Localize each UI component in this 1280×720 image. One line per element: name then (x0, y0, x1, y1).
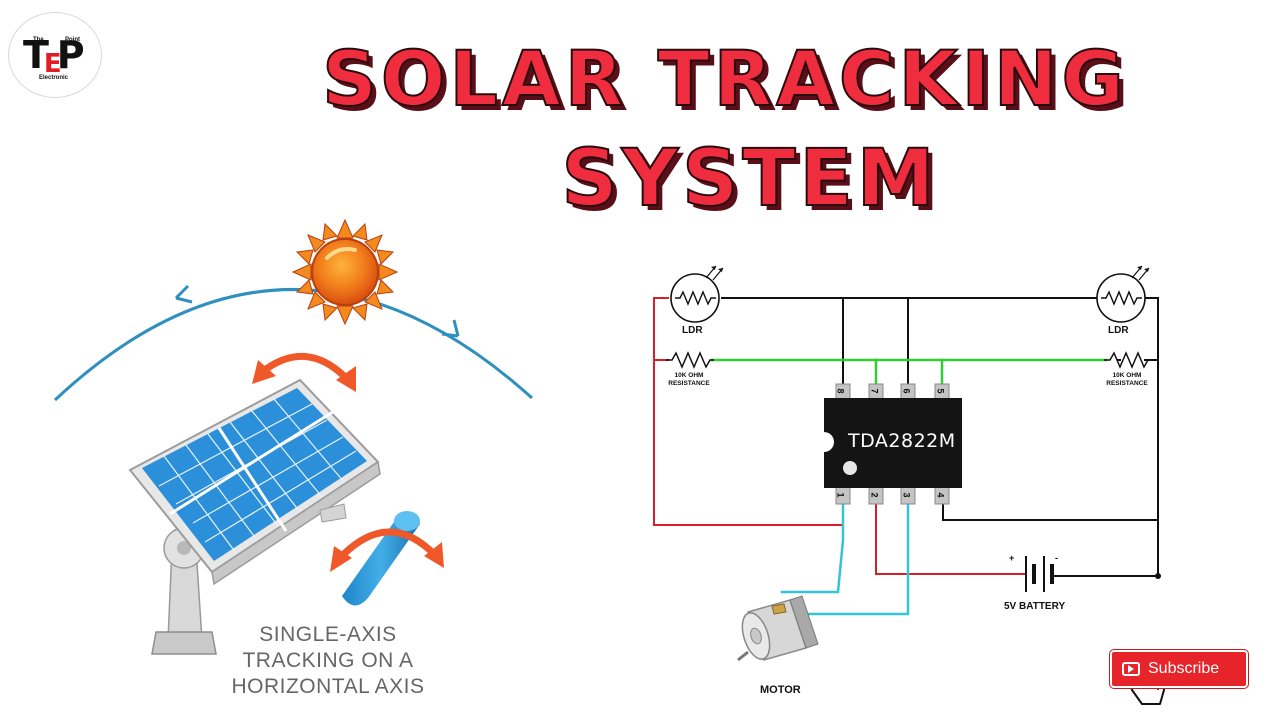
illustration-caption: SINGLE-AXIS TRACKING ON A HORIZONTAL AXI… (218, 622, 438, 700)
battery-plus-label: + (1009, 553, 1015, 563)
ldr-right-icon (1096, 265, 1150, 323)
pin-label-7: 7 (869, 388, 880, 394)
resistor-left-icon (666, 351, 714, 369)
wire-green (710, 358, 1108, 388)
resistor-right-icon (1104, 351, 1152, 369)
brand-logo: The Point TEP Electronic (8, 12, 102, 98)
resistor-left-label-line1: 10K OHM (674, 372, 704, 379)
battery-icon (1020, 556, 1060, 592)
battery-minus-label: - (1055, 553, 1058, 563)
solar-panel (128, 378, 381, 586)
ldr-left-label: LDR (682, 325, 703, 336)
logo-word-point: Point (65, 37, 80, 43)
sun-icon (291, 218, 399, 326)
resistor-right-label-line2: RESISTANCE (1106, 380, 1148, 387)
caption-line-3: HORIZONTAL AXIS (231, 675, 425, 698)
caption-line-1: SINGLE-AXIS (259, 623, 397, 646)
resistor-left-label-line2: RESISTANCE (668, 380, 710, 387)
title-line-1: SOLAR TRACKING (321, 33, 1128, 124)
arc-arrow-left-icon (174, 284, 193, 304)
tracking-axis-tube (342, 511, 420, 606)
ldr-left-icon (670, 265, 724, 323)
resistor-left-label: 10K OHM RESISTANCE (660, 372, 718, 388)
logo-word-electronic: Electronic (39, 75, 69, 81)
ic-pins (835, 383, 950, 505)
logo-word-the: The (33, 37, 44, 43)
youtube-play-icon (1122, 662, 1140, 676)
wire-cyan (780, 500, 910, 616)
wire-black (721, 297, 1159, 577)
title-line-2: SYSTEM (561, 133, 939, 225)
battery-label: 5V BATTERY (1004, 601, 1066, 612)
pin-label-8: 8 (835, 388, 846, 394)
ic-label: TDA2822M (848, 430, 956, 452)
pin-label-1: 1 (835, 492, 846, 498)
pin-label-2: 2 (869, 492, 880, 498)
motor-icon (737, 595, 819, 662)
caption-line-2: TRACKING ON A (242, 649, 414, 672)
motor-label: MOTOR (760, 684, 801, 696)
arc-arrow-right-icon (441, 319, 460, 338)
circuit-diagram (653, 297, 1161, 616)
pin-label-5: 5 (935, 388, 946, 394)
subscribe-button[interactable]: Subscribe (1110, 650, 1248, 688)
subscribe-label: Subscribe (1148, 660, 1220, 677)
resistor-right-label-line1: 10K OHM (1112, 372, 1142, 379)
sun-path-arc (53, 284, 534, 402)
pin-label-3: 3 (901, 492, 912, 498)
pin-label-6: 6 (901, 388, 912, 394)
resistor-right-label: 10K OHM RESISTANCE (1098, 372, 1156, 388)
pin-label-4: 4 (935, 492, 946, 498)
ic-body (824, 398, 962, 488)
rotation-arrow-icon (252, 352, 356, 392)
axis-rotation-arrow-icon (330, 528, 444, 572)
ldr-right-label: LDR (1108, 325, 1129, 336)
